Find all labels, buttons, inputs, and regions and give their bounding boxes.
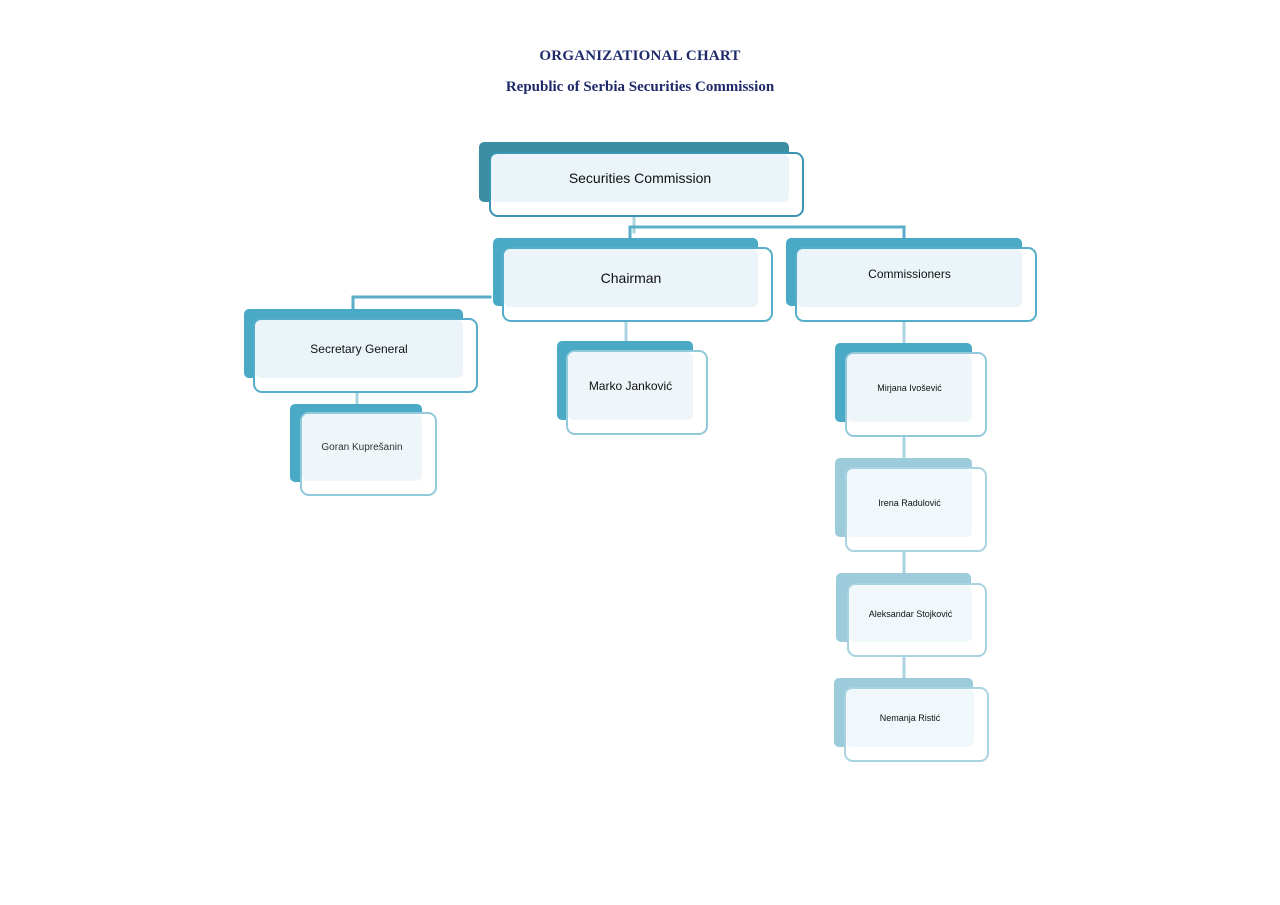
node-box: Commissioners [795, 247, 1037, 322]
node-label: Mirjana Ivošević [877, 383, 942, 393]
node-box: Marko Janković [566, 350, 708, 435]
node-box: Securities Commission [489, 152, 804, 217]
node-box: Chairman [502, 247, 773, 322]
node-box: Irena Radulović [845, 467, 987, 552]
node-box: Aleksandar Stojković [847, 583, 987, 657]
node-box: Mirjana Ivošević [845, 352, 987, 437]
chart-title: ORGANIZATIONAL CHART [539, 48, 741, 64]
node-label: Marko Janković [588, 379, 673, 393]
node-label: Chairman [600, 270, 662, 286]
node-label: Secretary General [310, 342, 408, 356]
node-label: Goran Kuprešanin [321, 442, 403, 453]
chart-subtitle: Republic of Serbia Securities Commission [505, 79, 775, 95]
node-label: Irena Radulović [878, 498, 941, 508]
node-label: Securities Commission [568, 170, 712, 186]
node-label: Nemanja Ristić [879, 713, 941, 723]
node-box: Secretary General [253, 318, 478, 393]
node-box: Nemanja Ristić [844, 687, 989, 762]
node-label: Commissioners [868, 267, 951, 281]
node-label: Aleksandar Stojković [868, 608, 953, 619]
node-box: Goran Kuprešanin [300, 412, 437, 496]
